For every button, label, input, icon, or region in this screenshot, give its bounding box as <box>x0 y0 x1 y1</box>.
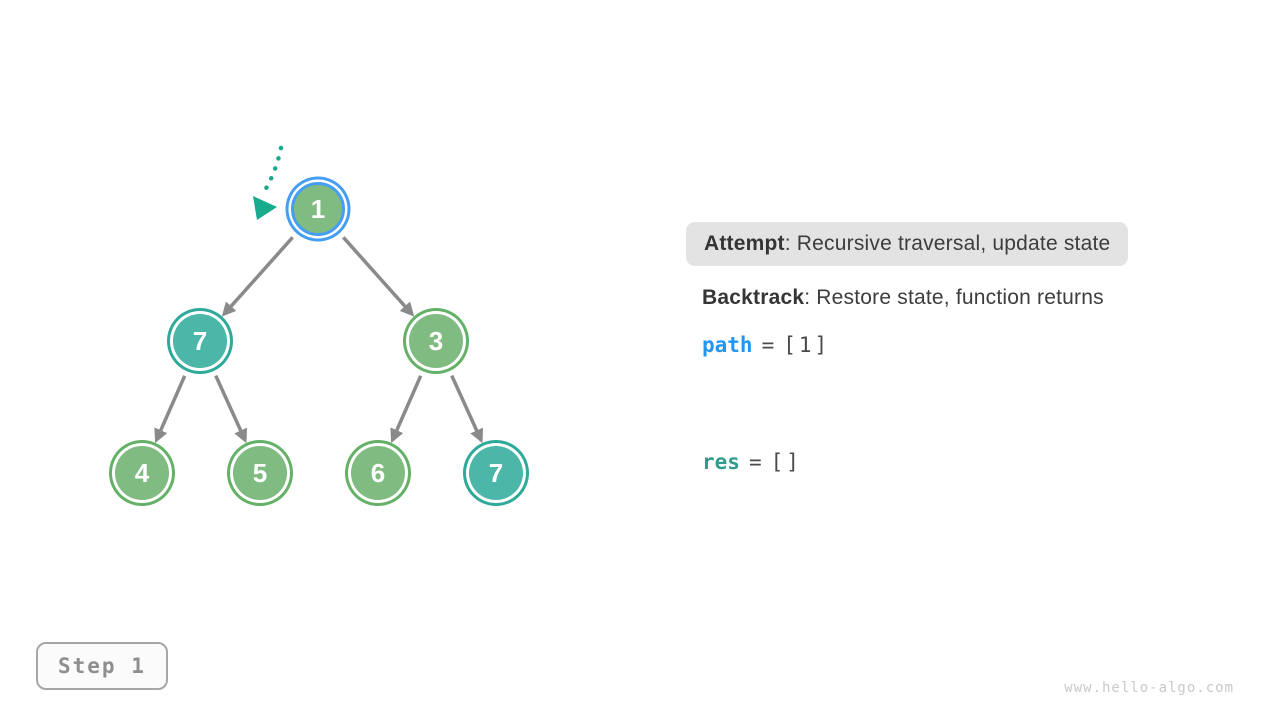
tree-node: 7 <box>469 446 523 500</box>
tree-node-value: 6 <box>370 457 386 488</box>
attempt-note: Attempt: Recursive traversal, update sta… <box>686 222 1129 266</box>
tree-edge <box>214 374 248 444</box>
attempt-label: Attempt <box>704 232 785 255</box>
tree-node-value: 7 <box>192 325 208 356</box>
path-value: [1] <box>783 333 831 357</box>
res-equals: = <box>748 450 762 474</box>
res-variable: res <box>702 450 740 474</box>
backtrack-note: Backtrack: Restore state, function retur… <box>702 286 1104 310</box>
tree-node-value: 7 <box>488 457 504 488</box>
tree-node-value: 3 <box>428 325 444 356</box>
res-value: [] <box>770 450 802 474</box>
tree-node: 7 <box>173 314 227 368</box>
tree-node-value: 1 <box>310 193 326 224</box>
state-panel: Attempt: Recursive traversal, update sta… <box>686 222 1206 522</box>
tree-edge <box>221 236 294 317</box>
tree-edge <box>342 236 415 317</box>
path-state: path = [1] <box>702 333 830 357</box>
tree-node-value: 4 <box>134 457 150 488</box>
backtrack-text: : Restore state, function returns <box>804 286 1104 309</box>
path-variable: path <box>702 333 753 357</box>
path-equals: = <box>761 333 775 357</box>
backtrack-label: Backtrack <box>702 286 805 309</box>
tree-node: 6 <box>351 446 405 500</box>
attempt-text: : Recursive traversal, update state <box>784 232 1111 255</box>
watermark: www.hello-algo.com <box>1064 680 1234 696</box>
tree-node: 5 <box>233 446 287 500</box>
tree-edge <box>154 375 187 444</box>
pointer-arrow-icon <box>253 145 284 220</box>
tree-edge <box>390 375 423 444</box>
tree-node: 3 <box>409 314 463 368</box>
tree-node: 1 <box>291 182 345 236</box>
tree-node-value: 5 <box>252 457 268 488</box>
res-state: res = [] <box>702 450 802 474</box>
step-badge: Step 1 <box>36 642 168 690</box>
tree-node: 4 <box>115 446 169 500</box>
tree-edge <box>450 374 484 444</box>
